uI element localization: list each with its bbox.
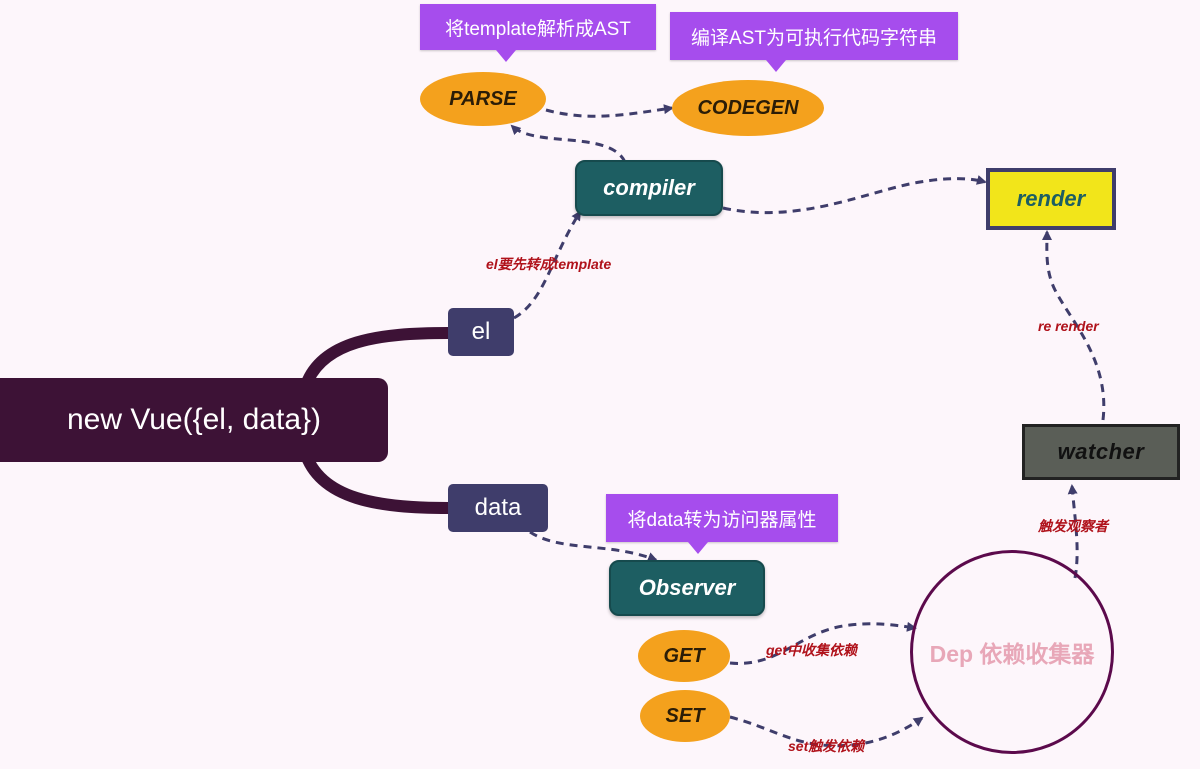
branch-line-el (299, 327, 449, 391)
edge-data-to-observer (529, 530, 658, 562)
edge-dep-to-watcher (1067, 484, 1079, 579)
watcher-node: watcher (1022, 424, 1180, 480)
render-label: render (1016, 186, 1086, 211)
el-node: el (448, 308, 514, 356)
root-node: new Vue({el, data}) (0, 378, 388, 462)
observer-callout: 将data转为访问器属性 (606, 494, 838, 554)
edge-set-to-dep (729, 715, 924, 748)
el-label: el (471, 318, 491, 345)
parse-node: PARSE (420, 72, 546, 126)
observer-label: Observer (638, 575, 736, 600)
edge-compiler-to-render (722, 175, 987, 215)
dep-label: Dep 依赖收集器 (929, 641, 1095, 667)
parse-label: PARSE (449, 87, 517, 110)
codegen-callout-text: 编译AST为可执行代码字符串 (691, 27, 937, 49)
render-node: render (986, 168, 1116, 230)
edge-label-rerender: re render (1038, 318, 1099, 334)
dep-node: Dep 依赖收集器 (910, 550, 1114, 754)
edge-label-get-collect: get中收集依赖 (766, 642, 857, 658)
edge-parse-to-codegen (545, 104, 674, 118)
data-label: data (474, 494, 522, 521)
codegen-node: CODEGEN (672, 80, 824, 136)
codegen-callout: 编译AST为可执行代码字符串 (670, 12, 958, 72)
branch-line-data (299, 449, 449, 514)
edge-label-el-to-compiler: el要先转成template (486, 256, 612, 272)
root-label: new Vue({el, data}) (66, 403, 322, 436)
edge-get-to-dep (729, 621, 917, 665)
get-label: GET (663, 644, 705, 667)
compiler-node: compiler (575, 160, 723, 216)
codegen-label: CODEGEN (697, 96, 799, 119)
edge-compiler-to-parse (510, 124, 627, 163)
data-node: data (448, 484, 548, 532)
parse-callout-text: 将template解析成AST (445, 18, 631, 40)
observer-callout-text: 将data转为访问器属性 (627, 509, 817, 531)
observer-node: Observer (609, 560, 765, 616)
edge-watcher-to-render (1041, 230, 1106, 421)
edge-label-trigger-watcher: 触发观察者 (1038, 518, 1108, 534)
parse-callout: 将template解析成AST (420, 4, 656, 62)
compiler-label: compiler (603, 175, 695, 200)
set-node: SET (640, 690, 730, 742)
edge-label-set-trigger: set触发依赖 (788, 738, 865, 754)
watcher-label: watcher (1057, 439, 1145, 464)
set-label: SET (665, 704, 705, 727)
get-node: GET (638, 630, 730, 682)
